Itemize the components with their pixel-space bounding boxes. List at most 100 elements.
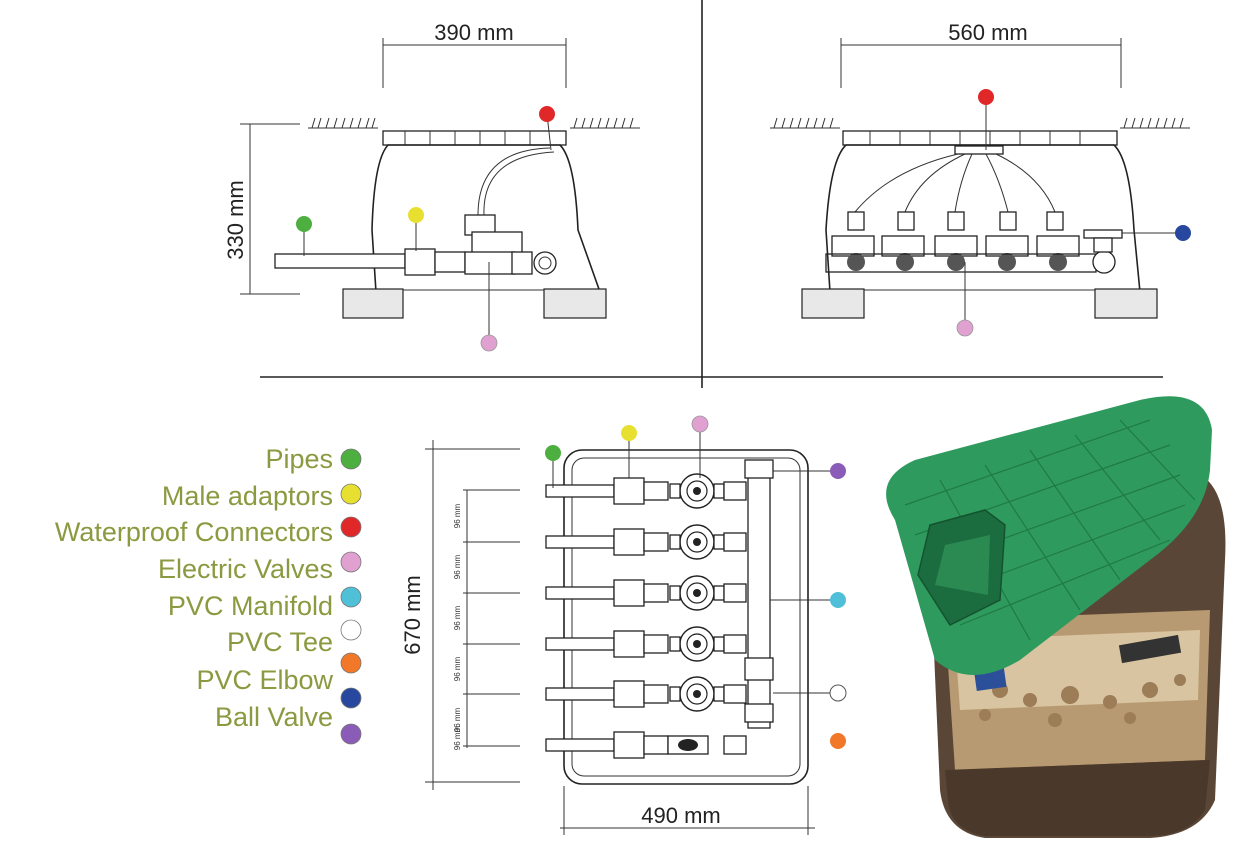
legend-item bbox=[340, 723, 362, 745]
pvc-manifold bbox=[747, 465, 771, 729]
legend-item: PVC Manifold bbox=[168, 586, 362, 621]
spacing-label: 96 mm bbox=[453, 725, 462, 750]
valve-row bbox=[545, 731, 747, 759]
wire bbox=[477, 147, 551, 216]
spacing-label: 96 mm bbox=[453, 503, 462, 528]
legend-item: PVC Tee bbox=[227, 619, 362, 657]
box-lid bbox=[382, 130, 567, 146]
gravel-base bbox=[342, 288, 404, 319]
gravel-base bbox=[543, 288, 607, 319]
callout-pipes bbox=[545, 445, 561, 461]
electric-valve bbox=[831, 211, 875, 271]
legend-label: Ball Valve bbox=[215, 702, 333, 732]
male-adaptor bbox=[613, 579, 645, 607]
pipe bbox=[545, 535, 615, 549]
legend-swatch bbox=[340, 723, 362, 745]
pipe bbox=[545, 484, 615, 498]
legend-label: PVC Elbow bbox=[196, 665, 333, 695]
waterproof-connector bbox=[954, 145, 1004, 155]
callout-waterproof-connector bbox=[539, 106, 555, 122]
electric-valve bbox=[934, 211, 978, 271]
legend-swatch bbox=[340, 516, 362, 538]
callout-pvc-tee bbox=[829, 684, 847, 702]
callout-electric-valve bbox=[956, 319, 974, 337]
callout-electric-valve bbox=[480, 334, 498, 352]
legend-label: Electric Valves bbox=[158, 554, 333, 584]
callout-male-adaptor bbox=[408, 207, 424, 223]
top-width-label: 490 mm bbox=[641, 803, 720, 828]
legend: Pipes Male adaptors Waterproof Connector… bbox=[55, 444, 362, 745]
pipe bbox=[545, 586, 615, 600]
legend-item: PVC Elbow bbox=[196, 652, 362, 695]
valve-row bbox=[545, 473, 747, 509]
legend-swatch bbox=[340, 448, 362, 470]
legend-swatch bbox=[340, 652, 362, 674]
male-adaptor bbox=[404, 248, 436, 276]
box-outline bbox=[563, 449, 809, 785]
male-adaptor bbox=[613, 680, 645, 708]
male-adaptor bbox=[613, 477, 645, 505]
male-adaptor bbox=[613, 528, 645, 556]
callout-pvc-manifold bbox=[830, 592, 846, 608]
pipe bbox=[545, 637, 615, 651]
side-width-label: 390 mm bbox=[434, 20, 513, 45]
legend-swatch bbox=[340, 586, 362, 608]
front-view: 560 mm bbox=[770, 20, 1191, 337]
valve-box-photo bbox=[886, 396, 1226, 838]
pvc-tee bbox=[533, 251, 557, 275]
legend-item: Electric Valves bbox=[158, 551, 362, 584]
pipe bbox=[545, 687, 615, 701]
pvc-manifold bbox=[825, 253, 1097, 273]
legend-item: Ball Valve bbox=[215, 687, 362, 732]
valve-rows bbox=[545, 473, 747, 759]
valve-row bbox=[545, 626, 747, 662]
callout-waterproof-connector bbox=[978, 89, 994, 105]
electric-valve bbox=[985, 211, 1029, 271]
legend-swatch bbox=[340, 687, 362, 709]
male-adaptor bbox=[613, 630, 645, 658]
valve-row bbox=[545, 575, 747, 611]
pipe bbox=[274, 253, 406, 269]
valve-row bbox=[545, 524, 747, 560]
legend-item: Male adaptors bbox=[162, 481, 362, 511]
legend-label: Waterproof Connectors bbox=[55, 517, 333, 547]
ball-valve bbox=[1083, 229, 1123, 239]
legend-label: Male adaptors bbox=[162, 481, 333, 511]
legend-label: PVC Manifold bbox=[168, 591, 333, 621]
height-label: 330 mm bbox=[223, 180, 248, 259]
legend-swatch bbox=[340, 483, 362, 505]
callout-electric-valve bbox=[691, 415, 709, 433]
valve-row bbox=[825, 211, 1123, 274]
legend-item: Pipes bbox=[265, 444, 362, 474]
spacing-label: 96 mm bbox=[453, 707, 462, 732]
box-body bbox=[825, 144, 1141, 293]
legend-label: PVC Tee bbox=[227, 627, 333, 657]
wires bbox=[854, 153, 1056, 213]
electric-valve bbox=[881, 211, 925, 271]
box-lid bbox=[842, 130, 1118, 146]
pipe bbox=[545, 738, 615, 752]
valve-row bbox=[545, 676, 747, 712]
callout-ball-valve-purple bbox=[830, 463, 846, 479]
legend-swatch bbox=[340, 619, 362, 641]
pvc-tee bbox=[744, 657, 774, 681]
legend-swatch bbox=[340, 551, 362, 573]
callout-ball-valve bbox=[1175, 225, 1191, 241]
grass bbox=[308, 117, 640, 129]
gravel-base bbox=[1094, 288, 1158, 319]
top-view: 670 mm 96 mm 96 mm 96 mm 96 mm 96 mm 96 … bbox=[400, 415, 847, 835]
legend-item: Waterproof Connectors bbox=[55, 516, 362, 547]
callout-pvc-elbow bbox=[830, 733, 846, 749]
spacing-label: 96 mm bbox=[453, 554, 462, 579]
male-adaptor bbox=[613, 731, 645, 759]
top-length-label: 670 mm bbox=[400, 575, 425, 654]
spacing-label: 96 mm bbox=[453, 605, 462, 630]
side-view: 390 mm 330 mm bbox=[223, 20, 640, 352]
pvc-tee bbox=[1092, 250, 1116, 274]
electric-valve bbox=[1036, 211, 1080, 271]
box-body bbox=[371, 144, 601, 293]
callout-pipes bbox=[296, 216, 312, 232]
gravel-base bbox=[801, 288, 865, 319]
callout-male-adaptor bbox=[621, 425, 637, 441]
